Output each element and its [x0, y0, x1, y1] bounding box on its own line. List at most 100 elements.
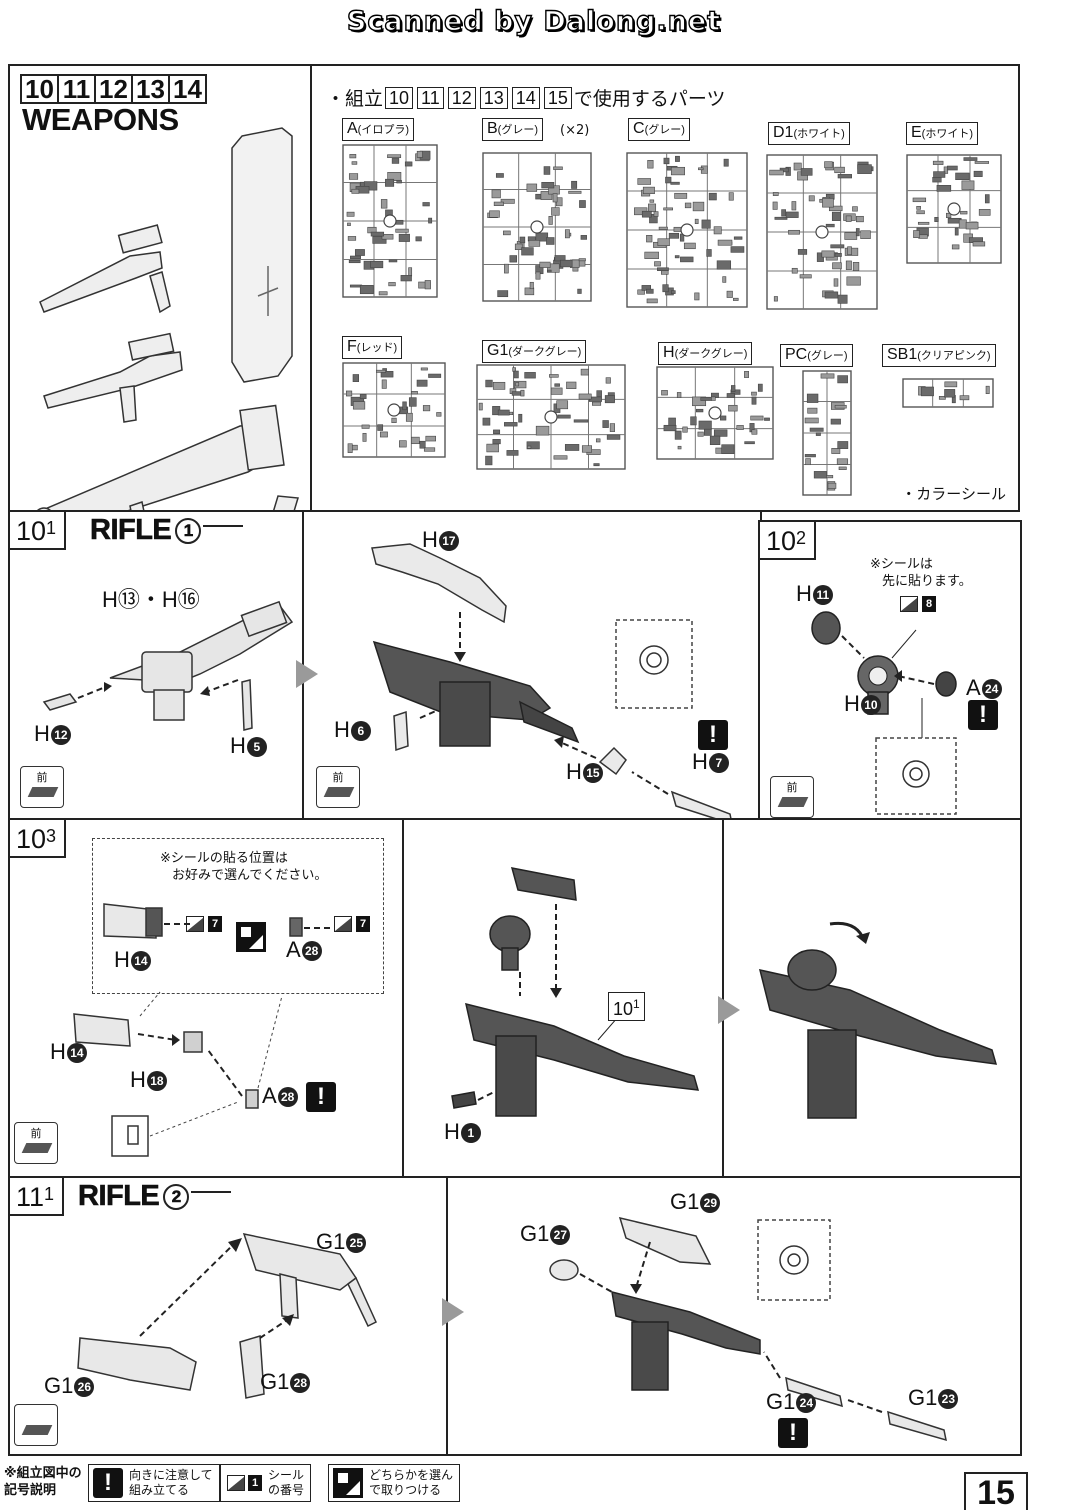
parts-used-prefix: ・組立	[326, 88, 384, 110]
symbol-legend: ※組立図中の記号説明 ! 向きに注意して組み立てる 1 シールの番号 どちらかを…	[0, 1459, 1068, 1511]
step-10-1-drawing-a	[42, 600, 294, 731]
parts-used-step-10: 10	[385, 86, 414, 109]
step-arrow-icon	[718, 996, 740, 1024]
runner-label-f: F(レッド)	[342, 336, 403, 359]
runner-b-count: (×2)	[560, 123, 590, 138]
runner-c	[626, 152, 748, 308]
parts-used-suffix: で使用するパーツ	[573, 88, 726, 110]
weapons-step-11: 11	[57, 74, 96, 104]
seal-icon	[334, 916, 352, 932]
runner-f	[342, 362, 446, 458]
runner-e	[906, 154, 1002, 264]
step-reference-10-1: 101	[608, 992, 645, 1021]
runner-a	[342, 144, 438, 298]
caution-icon: !	[698, 720, 728, 750]
scan-credit: Scanned by Dalong.net	[346, 5, 722, 37]
step-10-2-note: ※シールは先に貼ります。	[870, 557, 972, 589]
legend-heading: ※組立図中の記号説明	[4, 1466, 82, 1498]
caution-icon: !	[778, 1418, 808, 1448]
seal-number-7: 7	[208, 916, 222, 932]
seal-number-7: 7	[356, 916, 370, 932]
color-seal-label: ・カラーシール	[901, 485, 1006, 503]
step-11-1-drawing-b	[549, 1216, 947, 1442]
front-direction-icon	[14, 1404, 58, 1446]
weapons-step-12: 12	[94, 74, 133, 104]
runner-label-h: H(ダークグレー)	[658, 342, 753, 365]
runner-label-pc: PC(グレー)	[780, 344, 853, 367]
page-number: 15	[964, 1472, 1028, 1511]
parts-used-header: ・組立 10 11 12 13 14 15 で使用するパーツ	[326, 84, 725, 111]
weapons-step-10: 10	[20, 74, 59, 104]
weapons-title: WEAPONS	[22, 102, 179, 137]
caution-icon: !	[306, 1082, 336, 1112]
parts-used-panel: ・組立 10 11 12 13 14 15 で使用するパーツ A(イロプラ) B…	[310, 64, 1020, 512]
front-direction-icon: 前	[14, 1122, 58, 1164]
runner-label-sb1: SB1(クリアピンク)	[882, 344, 996, 367]
runner-pc	[802, 370, 852, 496]
weapons-step-13: 13	[131, 74, 170, 104]
weapons-step-14: 14	[168, 74, 207, 104]
weapons-illustration	[36, 127, 299, 510]
choose-either-icon	[333, 1468, 363, 1498]
legend-choose-either: どちらかを選んで取りつける	[328, 1464, 461, 1502]
front-direction-icon: 前	[20, 766, 64, 808]
weapons-panel: 10 11 12 13 14 WEAPONS	[8, 64, 312, 512]
seal-number-badge: 1	[248, 1475, 262, 1491]
legend-seal-number: 1 シールの番号	[220, 1464, 312, 1502]
seal-icon	[227, 1475, 245, 1491]
step-10-2-drawing	[811, 611, 957, 815]
step-11-1-tag: 111	[10, 1178, 65, 1216]
runner-label-e: E(ホワイト)	[906, 122, 978, 145]
step-10-1-drawing-b	[371, 543, 733, 826]
runner-label-d1: D1(ホワイト)	[768, 122, 850, 145]
parts-used-step-12: 12	[447, 86, 476, 109]
runner-label-a: A(イロプラ)	[342, 118, 414, 141]
runner-sb1	[902, 378, 994, 408]
seal-icon	[900, 596, 918, 612]
step-10-2-tag: 102	[760, 522, 817, 560]
parts-used-step-11: 11	[417, 86, 444, 109]
choose-either-icon	[236, 922, 266, 952]
weapons-step-list: 10 11 12 13 14	[20, 74, 207, 104]
runner-b	[482, 152, 592, 302]
step-10-3-note: ※シールの貼る位置はお好みで選んでください。	[160, 851, 328, 883]
seal-number-8: 8	[922, 596, 936, 612]
step-arrow-icon	[442, 1298, 464, 1326]
parts-used-step-13: 13	[479, 86, 508, 109]
step-10-3-drawing-c	[758, 921, 998, 1119]
legend-caution: ! 向きに注意して組み立てる	[88, 1464, 220, 1502]
runner-label-g1: G1(ダークグレー)	[482, 340, 587, 363]
runner-g1	[476, 364, 626, 470]
step-11-1-drawing-a	[77, 1232, 377, 1399]
seal-choice-box	[92, 838, 384, 994]
front-direction-icon: 前	[770, 776, 814, 818]
front-direction-icon: 前	[316, 766, 360, 808]
parts-used-step-15: 15	[543, 86, 572, 109]
